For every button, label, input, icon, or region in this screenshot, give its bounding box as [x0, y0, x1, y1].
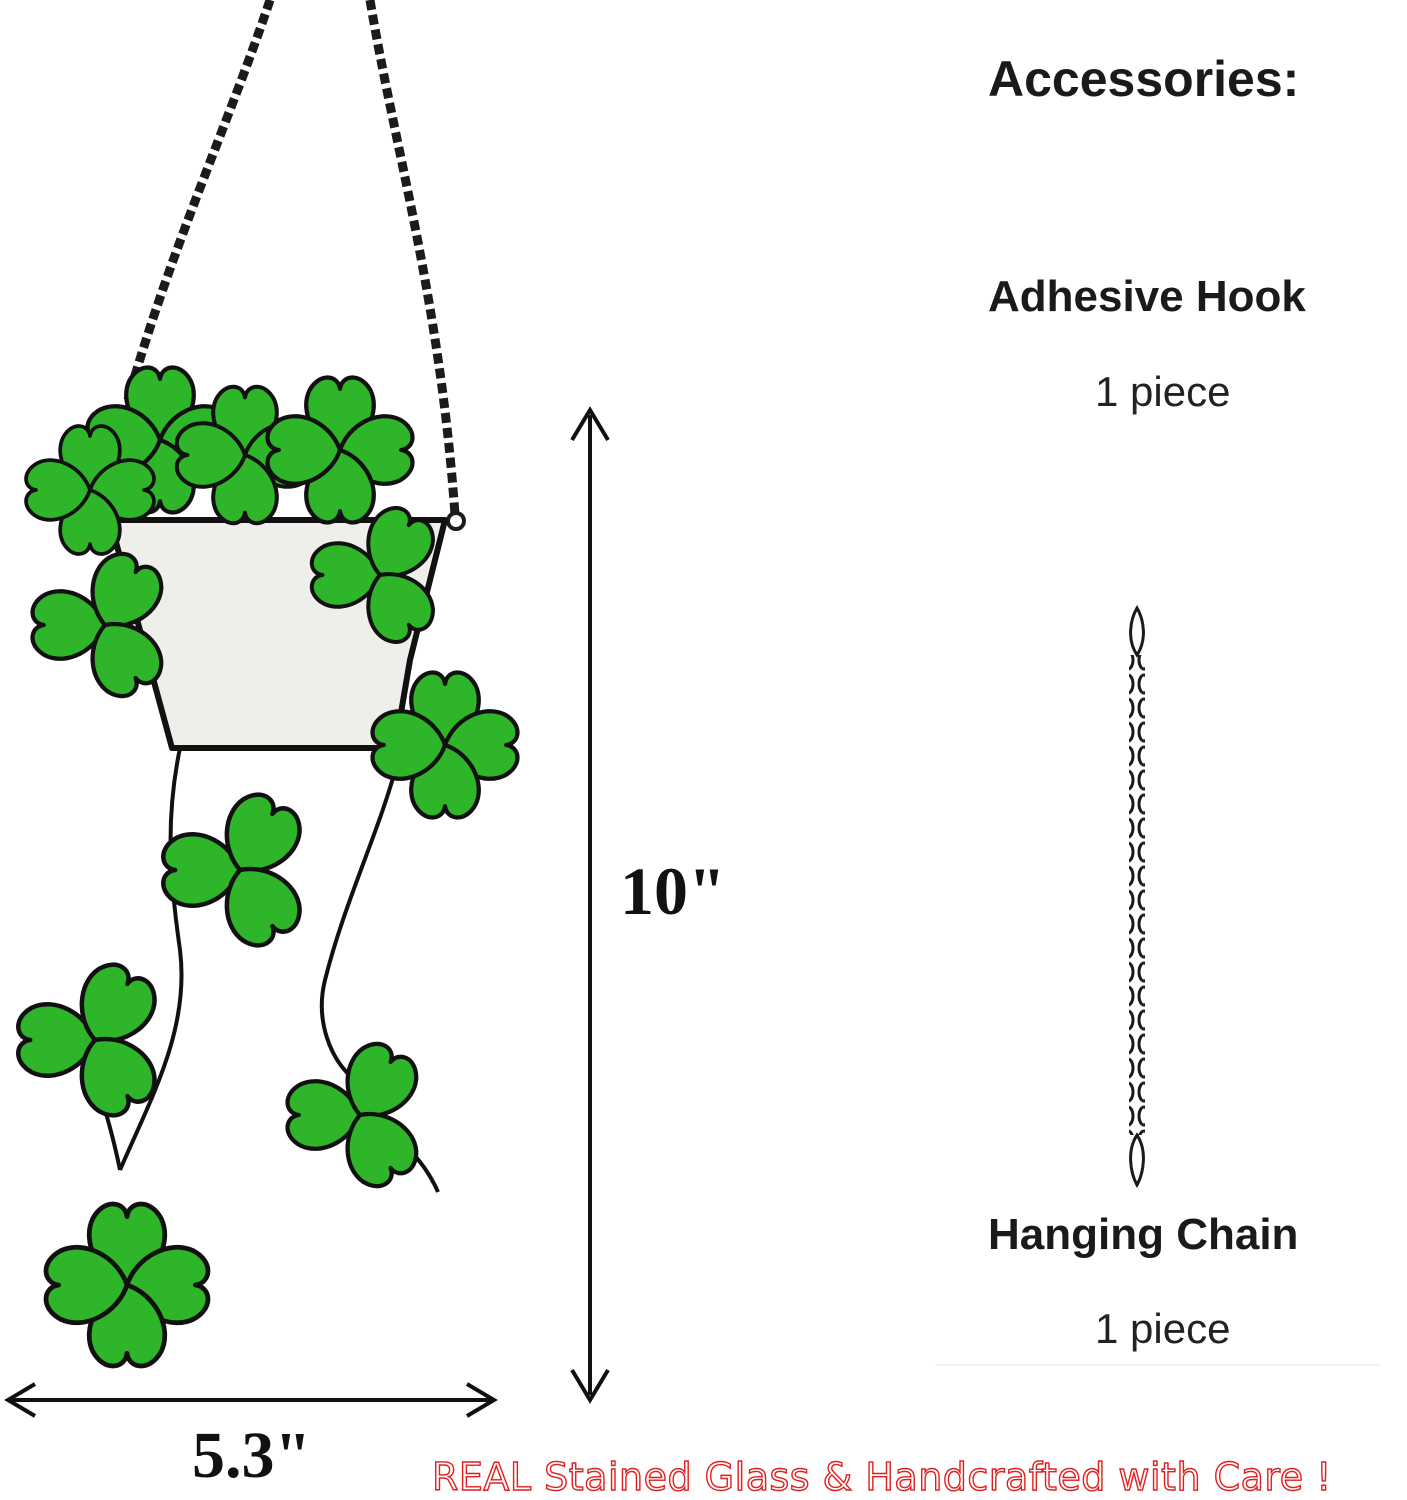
height-dimension-label: 10" [620, 853, 726, 929]
width-arrow [4, 1382, 498, 1418]
double-arrow-icon [570, 406, 610, 1404]
hanging-chain [123, 0, 466, 531]
hanging-chain-label: Hanging Chain [988, 1210, 1299, 1259]
width-dimension-label: 5.3" [192, 1419, 312, 1492]
hanging-chain-quantity: 1 piece [1095, 1305, 1231, 1352]
adhesive-hook-label: Adhesive Hook [988, 272, 1306, 321]
tagline: REAL Stained Glass & Handcrafted with Ca… [431, 1454, 1332, 1499]
hanging-chain-icon [1129, 605, 1145, 1189]
adhesive-hook-quantity: 1 piece [1095, 368, 1231, 415]
accessories-heading: Accessories: [988, 51, 1300, 107]
